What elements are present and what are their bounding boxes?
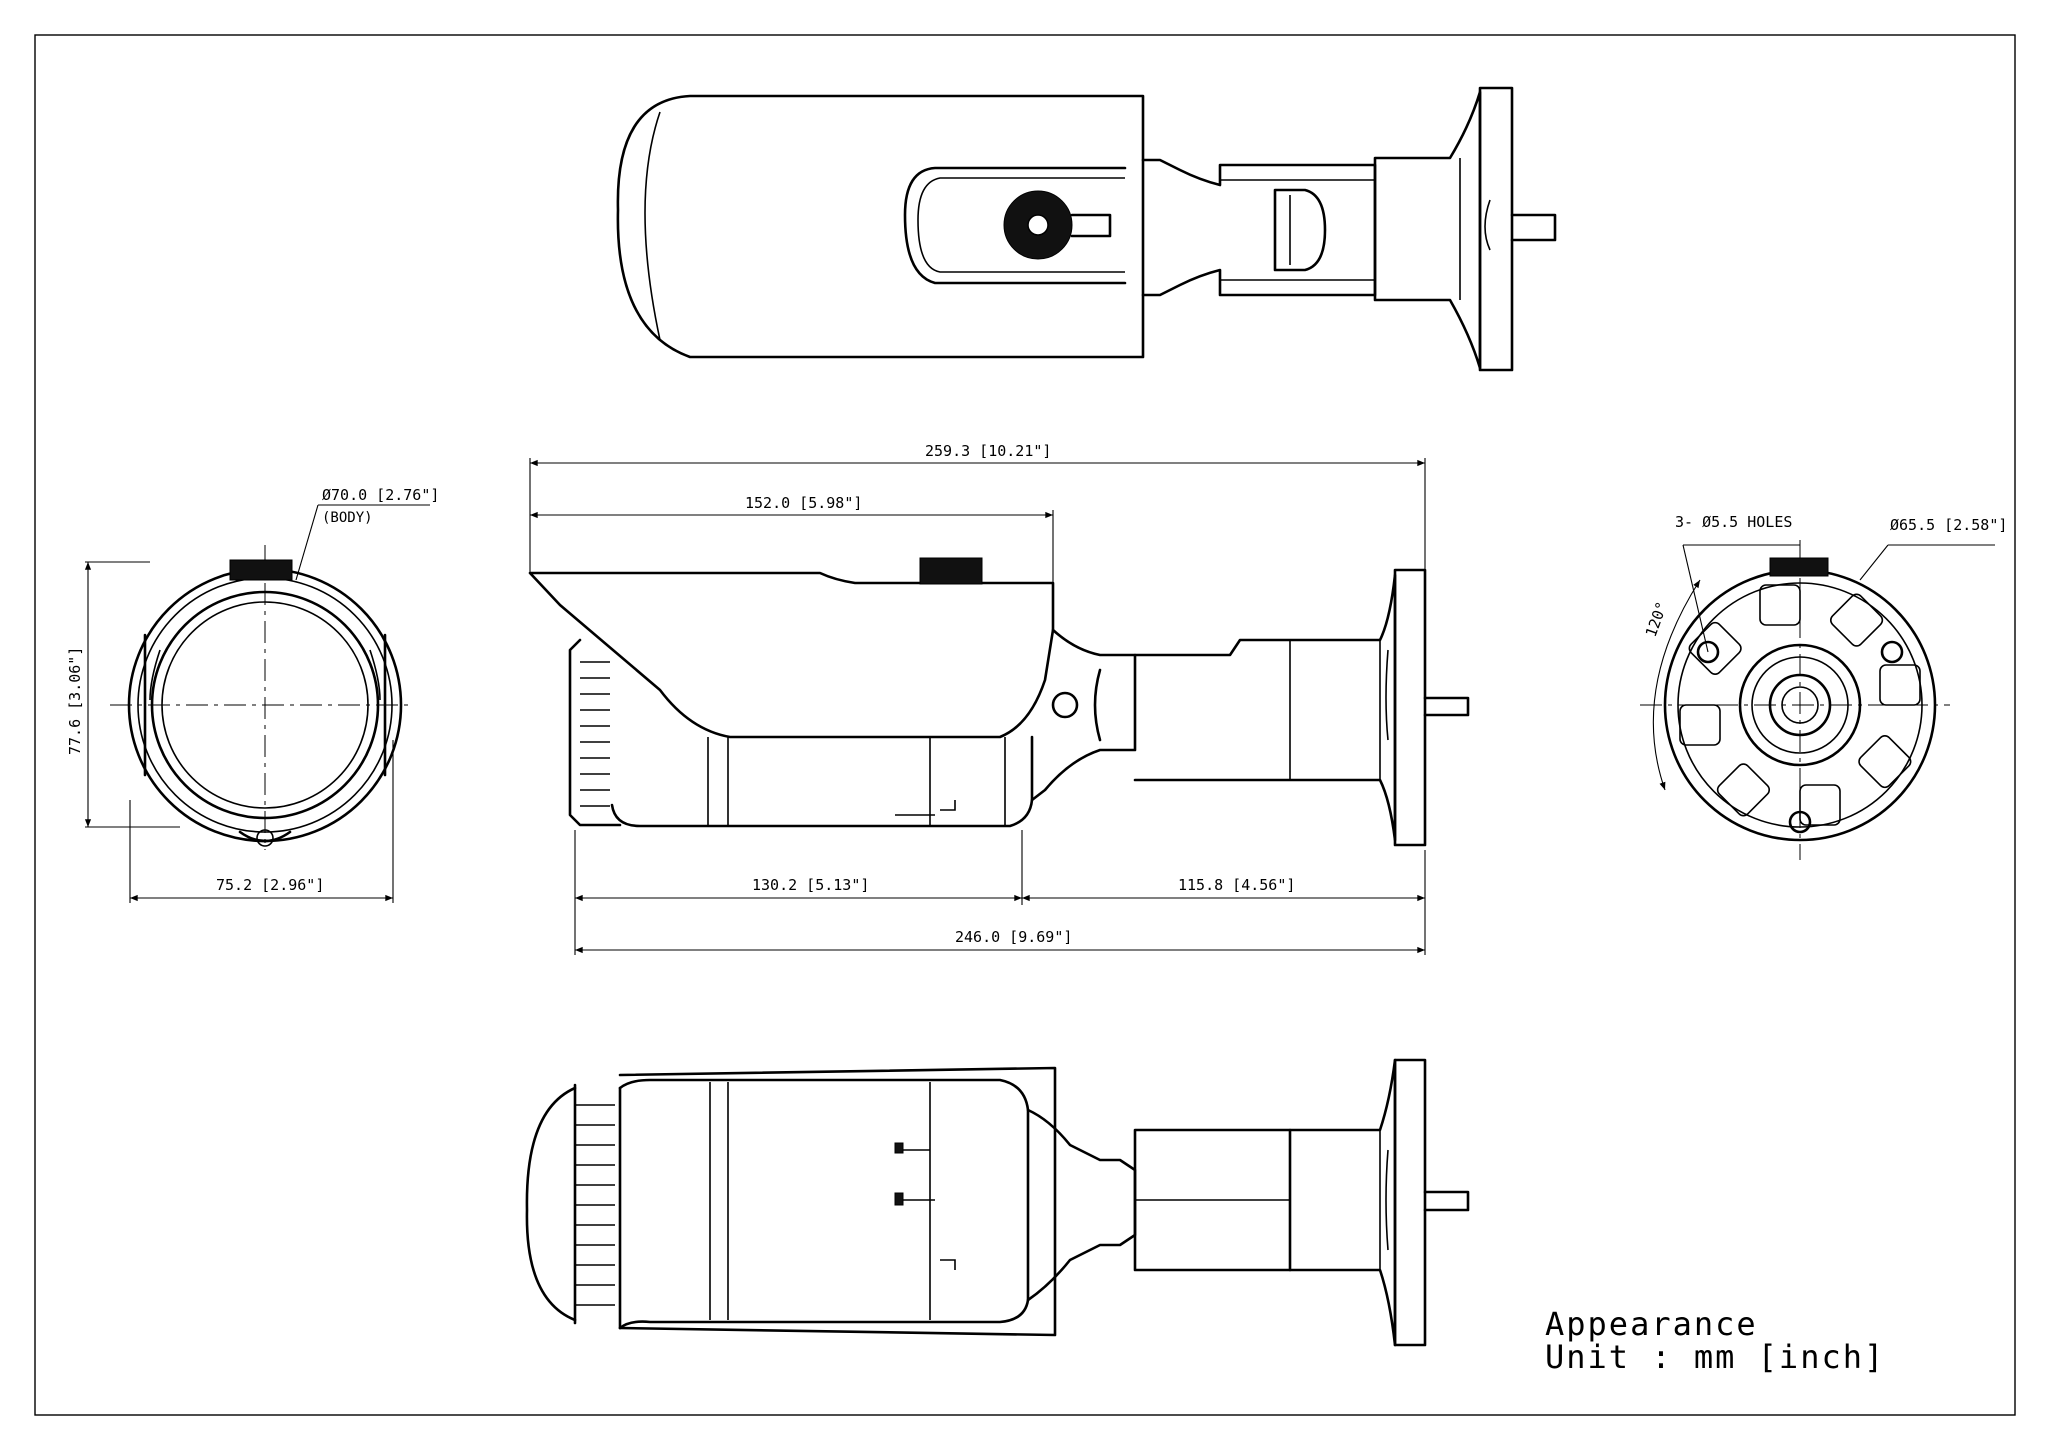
front-diameter-label: Ø70.0 [2.76"] [322,486,439,504]
base-ribs [1679,584,1921,826]
bracket-length-label: 115.8 [4.56"] [1178,876,1295,894]
base-view [1640,540,1995,860]
knob-base-icon [1769,557,1829,577]
bottom-view [525,1058,1470,1347]
body-length-label: 130.2 [5.13"] [752,876,869,894]
drawing-unit: Unit : mm [inch] [1545,1338,1885,1376]
knob-side-icon [919,557,983,585]
sheet-border [34,34,2016,1416]
base-diameter-label: Ø65.5 [2.58"] [1890,516,2007,534]
front-width-label: 75.2 [2.96"] [216,876,324,894]
total-length-label: 259.3 [10.21"] [925,442,1051,460]
top-view [616,86,1557,372]
front-diameter-note: (BODY) [322,510,373,526]
mount-hole-icon [1788,810,1812,834]
knob-top-icon [229,559,293,581]
base-angle-label: 120° [1642,599,1671,639]
front-height-label: 77.6 [3.06"] [66,647,84,755]
base-holes-label: 3- Ø5.5 HOLES [1675,513,1792,531]
side-view [528,458,1470,955]
overall-length-label: 246.0 [9.69"] [955,928,1072,946]
drawing-title: Appearance [1545,1305,1758,1343]
front-view [84,504,430,903]
hood-length-label: 152.0 [5.98"] [745,494,862,512]
mount-hole-icon [1880,640,1904,664]
